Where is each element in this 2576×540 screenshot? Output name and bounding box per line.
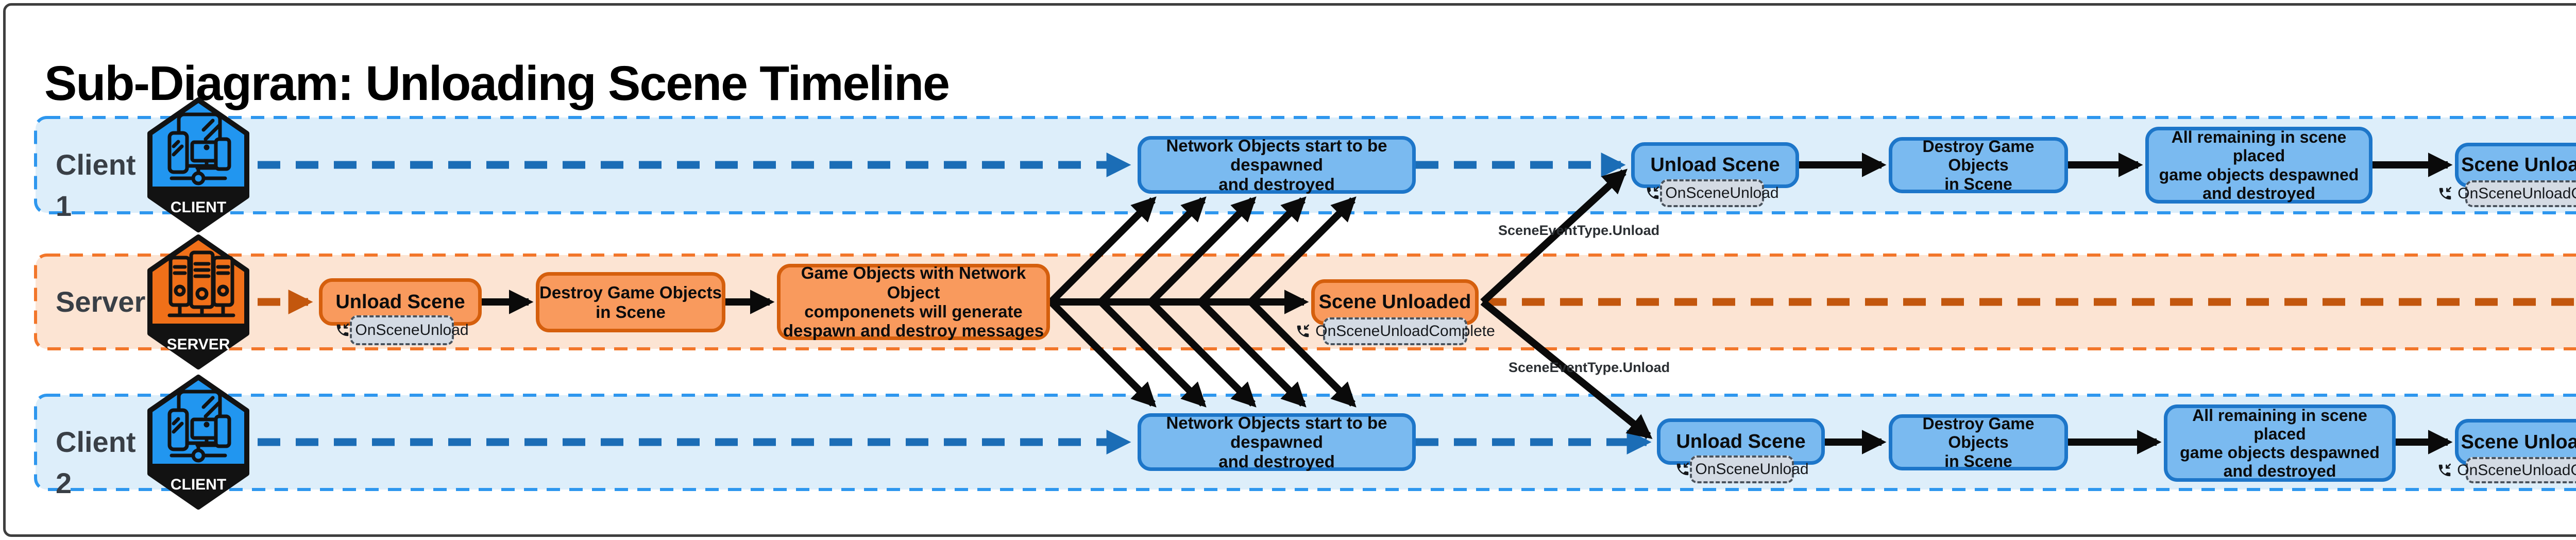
lane-label-client2: Client 2	[56, 426, 136, 499]
diagram-node-label: Scene Unloaded	[2461, 431, 2576, 453]
client2-hexagon-label: CLIENT	[171, 476, 226, 493]
callback-badge-label: OnSceneUnloadComplete	[2458, 185, 2576, 202]
callback-badge-label: OnSceneUnloadComplete	[1315, 323, 1495, 340]
client2-hexagon-badge: CLIENT	[147, 375, 249, 510]
diagram-node-label: Destroy Game Objects in Scene	[1922, 137, 2035, 193]
client1-hexagon-badge: CLIENT	[147, 97, 249, 232]
diagram-node-client2-all-remaining: All remaining in scene placed game objec…	[2164, 404, 2396, 482]
callback-phone-icon	[1645, 185, 1660, 201]
despawn-message-fan-arrows	[1048, 196, 1357, 408]
callback-badge-client1-unload-scene: OnSceneUnload	[1647, 179, 1779, 207]
diagram-node-client1-network-objects-despawn: Network Objects start to be despawned an…	[1138, 136, 1416, 194]
diagram-node-label: Scene Unloaded	[2461, 154, 2576, 176]
client-devices-icon	[167, 390, 231, 463]
diagram-node-label: Destroy Game Objects in Scene	[539, 283, 722, 322]
diagram-node-label: Network Objects start to be despawned an…	[1166, 413, 1387, 471]
server-hexagon-label: SERVER	[167, 336, 230, 353]
callback-badge-label: OnSceneUnload	[1665, 184, 1779, 201]
diagram-node-client2-network-objects-despawn: Network Objects start to be despawned an…	[1138, 413, 1416, 471]
diagram-node-client2-destroy-game-objects: Destroy Game Objects in Scene	[1889, 414, 2068, 470]
diagram-node-label: Unload Scene	[1676, 430, 1806, 452]
diagram-node-label: Network Objects start to be despawned an…	[1166, 136, 1387, 194]
callback-badge-server-unload-scene: OnSceneUnload	[337, 315, 469, 345]
diagram-node-client1-scene-unloaded: Scene Unloaded	[2455, 143, 2576, 188]
client1-hexagon-label: CLIENT	[171, 199, 226, 216]
diagram-node-label: Game Objects with Network Object compone…	[783, 263, 1044, 341]
diagram-node-label: Destroy Game Objects in Scene	[1922, 414, 2035, 470]
callback-badge-server-scene-unloaded: OnSceneUnloadComplete	[1297, 317, 1495, 345]
diagram-node-label: All remaining in scene placed game objec…	[2180, 406, 2380, 481]
diagram-node-client1-all-remaining: All remaining in scene placed game objec…	[2145, 127, 2372, 204]
diagram-node-label: Unload Scene	[1650, 154, 1780, 176]
callback-phone-icon	[1675, 462, 1690, 477]
callback-badge-label: OnSceneUnload	[1695, 461, 1809, 478]
diagram-node-label: Unload Scene	[335, 291, 465, 313]
lane-label-server: Server	[56, 285, 146, 318]
callback-badge-label: OnSceneUnload	[355, 322, 469, 339]
scene-event-unload-arrows	[1480, 168, 1653, 439]
callback-phone-icon	[335, 323, 350, 338]
callback-phone-icon	[2437, 463, 2452, 478]
callback-phone-icon	[1295, 324, 1311, 339]
scene-event-label-to-client1: SceneEventType.Unload	[1498, 223, 1660, 238]
callback-badge-client2-scene-unloaded: OnSceneUnloadComplete	[2438, 457, 2576, 483]
flow-arrows	[482, 153, 2453, 454]
server-racks-icon	[167, 250, 235, 317]
scene-event-label-to-client2: SceneEventType.Unload	[1509, 360, 1670, 375]
diagram-node-server-destroy-game-objects: Destroy Game Objects in Scene	[536, 272, 725, 332]
callback-badge-client1-scene-unloaded: OnSceneUnloadComplete	[2439, 180, 2576, 207]
callback-badge-client2-unload-scene: OnSceneUnload	[1677, 455, 1809, 483]
diagram-node-client1-destroy-game-objects: Destroy Game Objects in Scene	[1889, 137, 2068, 193]
callback-phone-icon	[2437, 186, 2453, 201]
diagram-node-label: Scene Unloaded	[1318, 291, 1471, 313]
client-devices-icon	[167, 112, 231, 185]
server-hexagon-badge: SERVER	[147, 234, 249, 369]
callback-badge-label: OnSceneUnloadComplete	[2457, 461, 2576, 479]
diagram-node-label: All remaining in scene placed game objec…	[2159, 128, 2359, 202]
diagram-node-server-game-objects-messages: Game Objects with Network Object compone…	[777, 263, 1050, 341]
lane-label-client1: Client 1	[56, 148, 136, 222]
